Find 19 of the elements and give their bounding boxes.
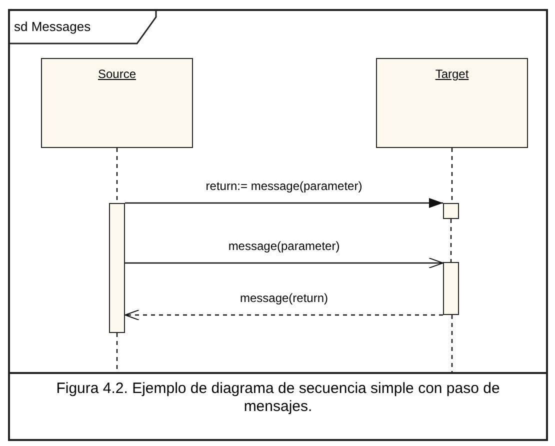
lifeline bbox=[451, 148, 453, 203]
activation-bar bbox=[443, 262, 459, 315]
caption: Figura 4.2. Ejemplo de diagrama de secuencia simple con paso de mensajes. bbox=[8, 372, 548, 441]
message-arrow bbox=[125, 198, 443, 208]
lifeline-name: Source bbox=[98, 67, 136, 81]
lifeline-box bbox=[41, 58, 193, 148]
activation-bar bbox=[109, 203, 125, 333]
frame-box bbox=[8, 9, 548, 373]
lifeline bbox=[116, 148, 118, 203]
message-arrow bbox=[125, 258, 444, 268]
lifeline-box bbox=[376, 58, 528, 148]
edge-label: message(return) bbox=[240, 291, 328, 305]
message-arrow bbox=[124, 310, 443, 320]
lifeline-name: Target bbox=[435, 67, 469, 81]
activation-bar bbox=[443, 203, 459, 219]
edge-label: message(parameter) bbox=[228, 239, 340, 253]
edge-label: return:= message(parameter) bbox=[206, 179, 362, 193]
lifeline bbox=[450, 219, 452, 262]
frame-title: sd Messages bbox=[14, 19, 91, 34]
